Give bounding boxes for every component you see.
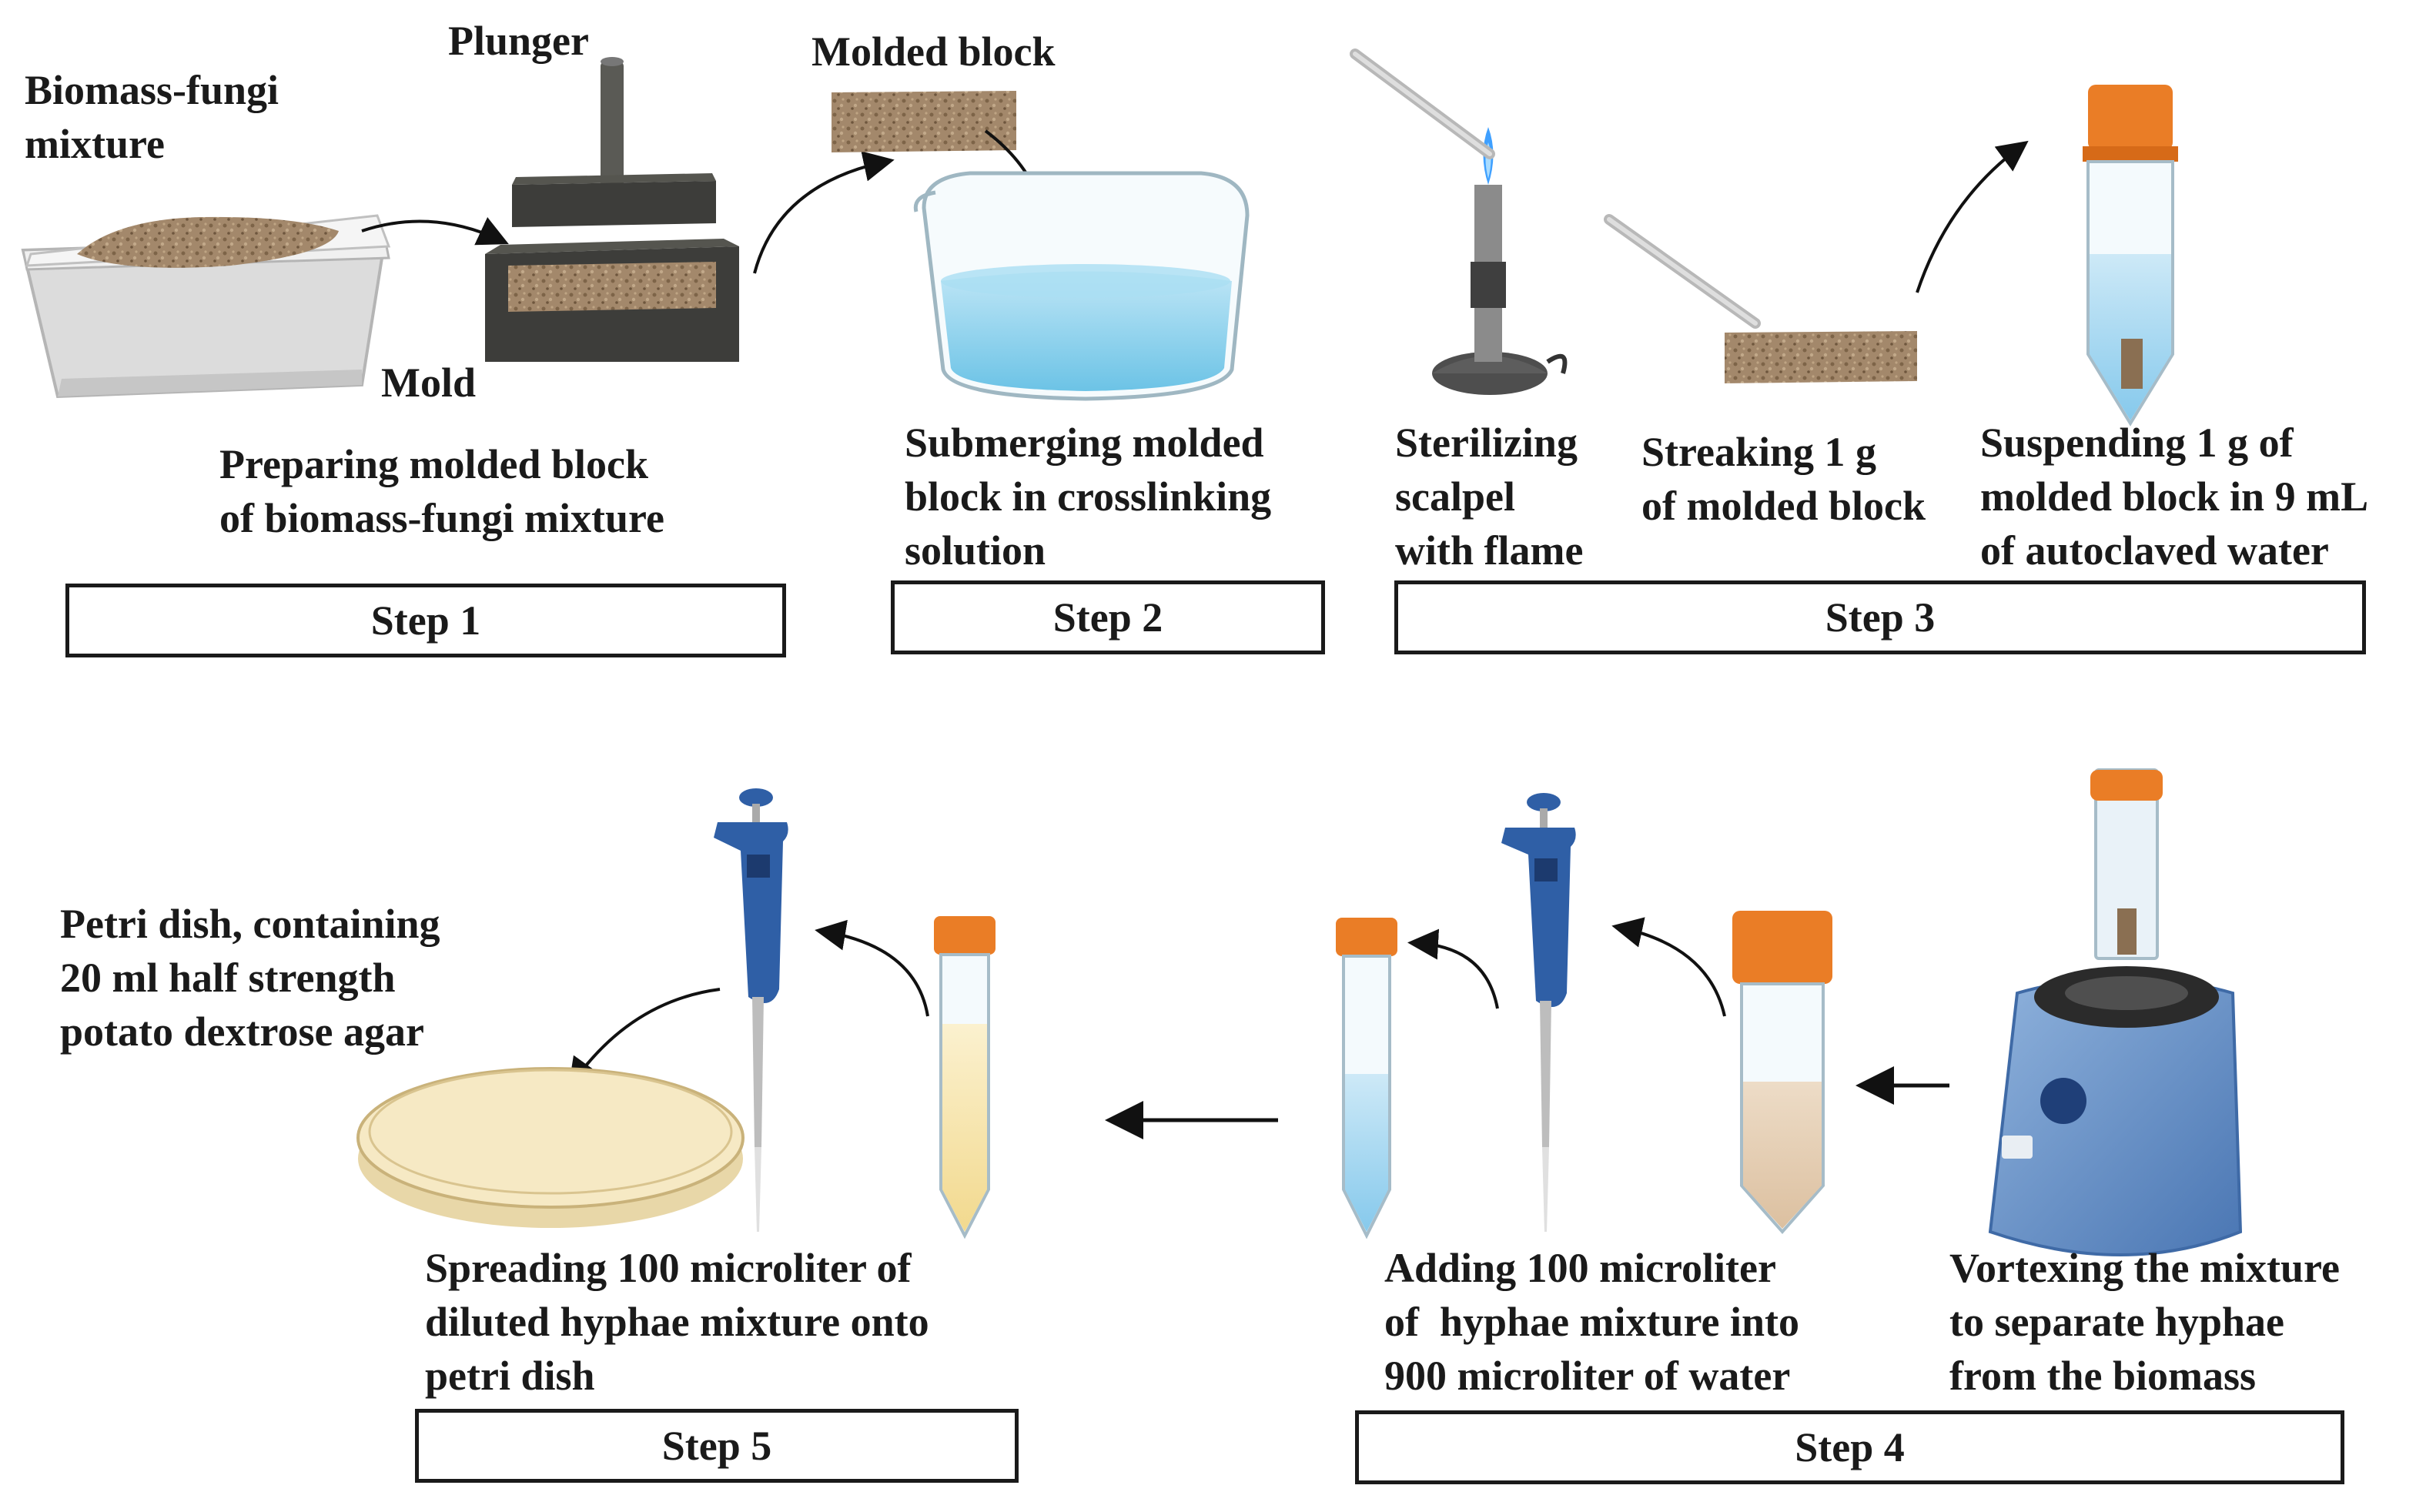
label-streaking: Streaking 1 g of molded block [1641,429,1926,529]
arrow-brown-to-pipette [1611,917,1726,1017]
pipette-step4-icon [1501,793,1576,1232]
bunsen-burner-icon [1432,127,1568,395]
label-spreading: Spreading 100 microliter of diluted hyph… [425,1245,929,1399]
step-1-label: Step 1 [370,597,481,644]
petri-dish-icon [356,1067,745,1228]
label-vortexing: Vortexing the mixture to separate hyphae… [1949,1245,2340,1399]
arrow-tray-to-mold [361,217,509,246]
label-molded-block: Molded block [811,28,1056,75]
step-3-box: Step 3 [1394,580,2366,654]
arrow-yellow-to-pipette [815,919,929,1017]
arrow-mold-to-block [753,151,895,274]
label-submerging: Submerging molded block in crosslinking … [905,420,1272,574]
falcon-tube-step3-icon [2083,85,2178,427]
biomass-tray-icon [21,214,391,399]
step-5-box: Step 5 [415,1409,1019,1483]
label-suspending: Suspending 1 g of molded block in 9 mL o… [1980,420,2369,574]
step-3-label: Step 3 [1825,594,1936,641]
beaker-icon [913,171,1250,401]
pipette-step5-icon [714,788,788,1232]
step-4-label: Step 4 [1795,1424,1905,1470]
label-petri-dish: Petri dish, containing 20 ml half streng… [60,901,440,1055]
arrow-pipette-to-small-tube [1407,928,1499,1009]
arrow-pipette-to-petri [568,988,721,1089]
falcon-tube-small-blue-icon [1336,918,1397,1239]
scalpel-flame-icon [1350,49,1495,159]
falcon-tube-yellow-icon [934,916,996,1239]
step-5-label: Step 5 [661,1423,772,1469]
label-preparing: Preparing molded block of biomass-fungi … [219,441,665,541]
label-biomass-fungi-mixture: Biomass-fungi mixture [25,67,279,167]
step-2-box: Step 2 [891,580,1325,654]
label-adding: Adding 100 microliter of hyphae mixture … [1384,1245,1800,1399]
step-4-box: Step 4 [1355,1410,2344,1484]
label-plunger: Plunger [448,18,589,64]
vortex-mixer-icon [1988,768,2243,1256]
streaking-scalpel-icon [1604,214,1761,329]
plunger-icon [512,57,716,227]
step-1-box: Step 1 [65,584,786,657]
step-2-label: Step 2 [1052,594,1163,641]
falcon-tube-brown-icon [1732,911,1832,1235]
molded-block-icon [832,91,1016,152]
label-mold: Mold [381,360,477,406]
label-sterilizing: Sterilizing scalpel with flame [1395,420,1584,574]
arrow-block-to-tube [1916,140,2029,293]
mold-icon [485,239,739,362]
streaking-block-icon [1725,331,1917,383]
